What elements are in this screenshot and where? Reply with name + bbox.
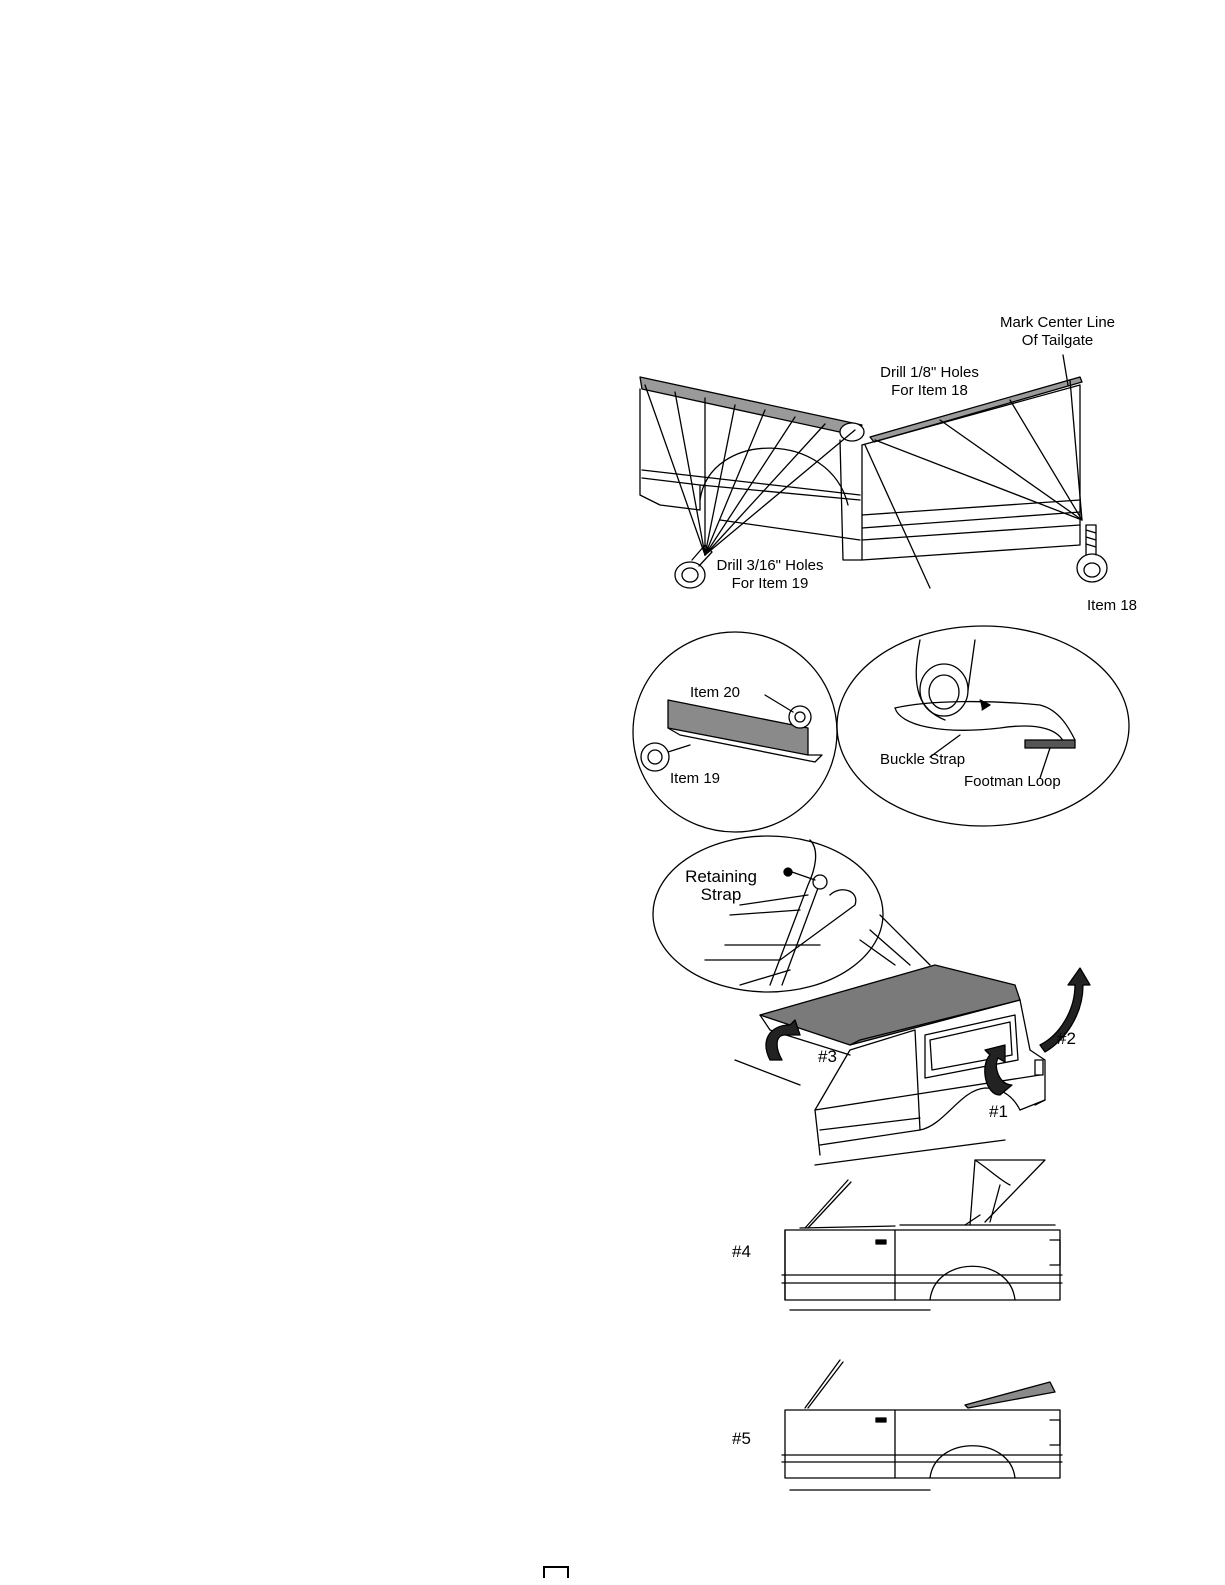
for-item-18-text: For Item 18 (862, 382, 997, 400)
step-2-label: #2 (1057, 1030, 1076, 1048)
strap-text: Strap (676, 886, 766, 904)
vehicle-profile-4 (782, 1160, 1062, 1310)
for-item-19-text: For Item 19 (700, 575, 840, 593)
buckle-strap-detail (837, 626, 1129, 826)
step-5-label: #5 (732, 1430, 751, 1448)
bracket-detail (633, 632, 837, 832)
drill-eighth-holes-label: Drill 1/8" Holes For Item 18 (862, 364, 997, 400)
drill-eighth-holes-text: Drill 1/8" Holes (862, 364, 997, 382)
buckle-strap-detail-circle (837, 626, 1129, 826)
step-4-label: #4 (732, 1243, 751, 1261)
retaining-strap-detail-circle (653, 836, 883, 992)
footman-loop-label: Footman Loop (964, 773, 1061, 791)
mark-center-line-text: Mark Center Line (985, 314, 1130, 332)
item-19-label: Item 19 (670, 770, 720, 788)
step-1-label: #1 (989, 1103, 1008, 1121)
retaining-text: Retaining (676, 868, 766, 886)
step-3-label: #3 (818, 1048, 837, 1066)
retaining-strap-label: Retaining Strap (676, 868, 766, 904)
vehicle-top-removal (735, 965, 1090, 1165)
vehicle-profile-5 (782, 1360, 1062, 1490)
screw-item-18-icon (1077, 525, 1107, 582)
side-rail (640, 377, 862, 436)
item-18-label: Item 18 (1087, 597, 1137, 615)
mark-center-line-label: Mark Center Line Of Tailgate (985, 314, 1130, 350)
drill-3-16-holes-text: Drill 3/16" Holes (700, 557, 840, 575)
page-edge-mark (543, 1566, 569, 1578)
buckle-strap-label: Buckle Strap (880, 751, 965, 769)
retaining-strap-detail (653, 836, 930, 992)
drill-3-16-holes-label: Drill 3/16" Holes For Item 19 (700, 557, 840, 593)
arrow-3-icon (766, 1020, 800, 1060)
item-20-label: Item 20 (690, 684, 740, 702)
of-tailgate-text: Of Tailgate (985, 332, 1130, 350)
